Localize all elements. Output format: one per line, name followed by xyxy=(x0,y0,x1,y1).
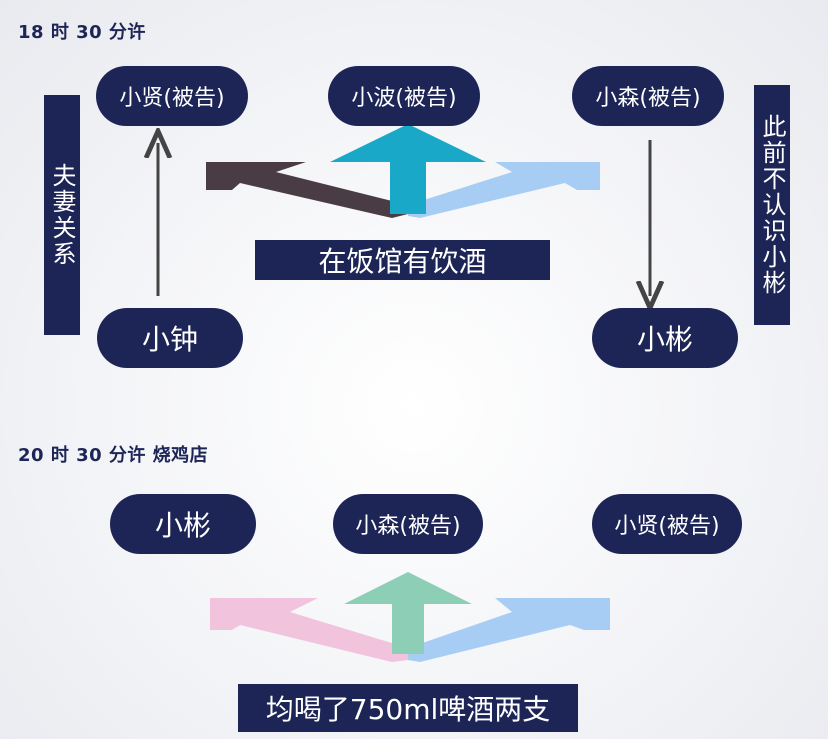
pink-fork-arrow xyxy=(210,598,408,662)
lightblue-fork-arrow-2 xyxy=(408,598,610,662)
scene2-event-banner: 均喝了750ml啤酒两支 xyxy=(238,684,578,732)
scene2-time-label: 20 时 30 分许 烧鸡店 xyxy=(18,445,209,466)
node-xiaosen: 小森(被告) xyxy=(572,66,724,126)
spouse-relation-label: 夫妻关系 xyxy=(48,163,76,267)
green-up-arrow xyxy=(344,572,472,654)
node-xiaobo: 小波(被告) xyxy=(328,66,480,126)
node2-xiaobin: 小彬 xyxy=(110,494,256,554)
node2-xiaoxian: 小贤(被告) xyxy=(592,494,742,554)
stranger-note-label: 此前不认识小彬 xyxy=(758,114,786,296)
dark-fork-arrow xyxy=(206,162,408,218)
node-xiaozhong: 小钟 xyxy=(97,308,243,368)
spouse-relation-box: 夫妻关系 xyxy=(44,95,80,335)
scene1-event-banner: 在饭馆有饮酒 xyxy=(255,240,550,280)
node-xiaobin: 小彬 xyxy=(592,308,738,368)
node-xiaoxian: 小贤(被告) xyxy=(96,66,248,126)
node2-xiaosen: 小森(被告) xyxy=(333,494,483,554)
lightblue-fork-arrow xyxy=(408,162,600,218)
cyan-up-arrow xyxy=(330,124,486,214)
scene1-time-label: 18 时 30 分许 xyxy=(18,22,146,43)
stranger-note-box: 此前不认识小彬 xyxy=(754,85,790,325)
